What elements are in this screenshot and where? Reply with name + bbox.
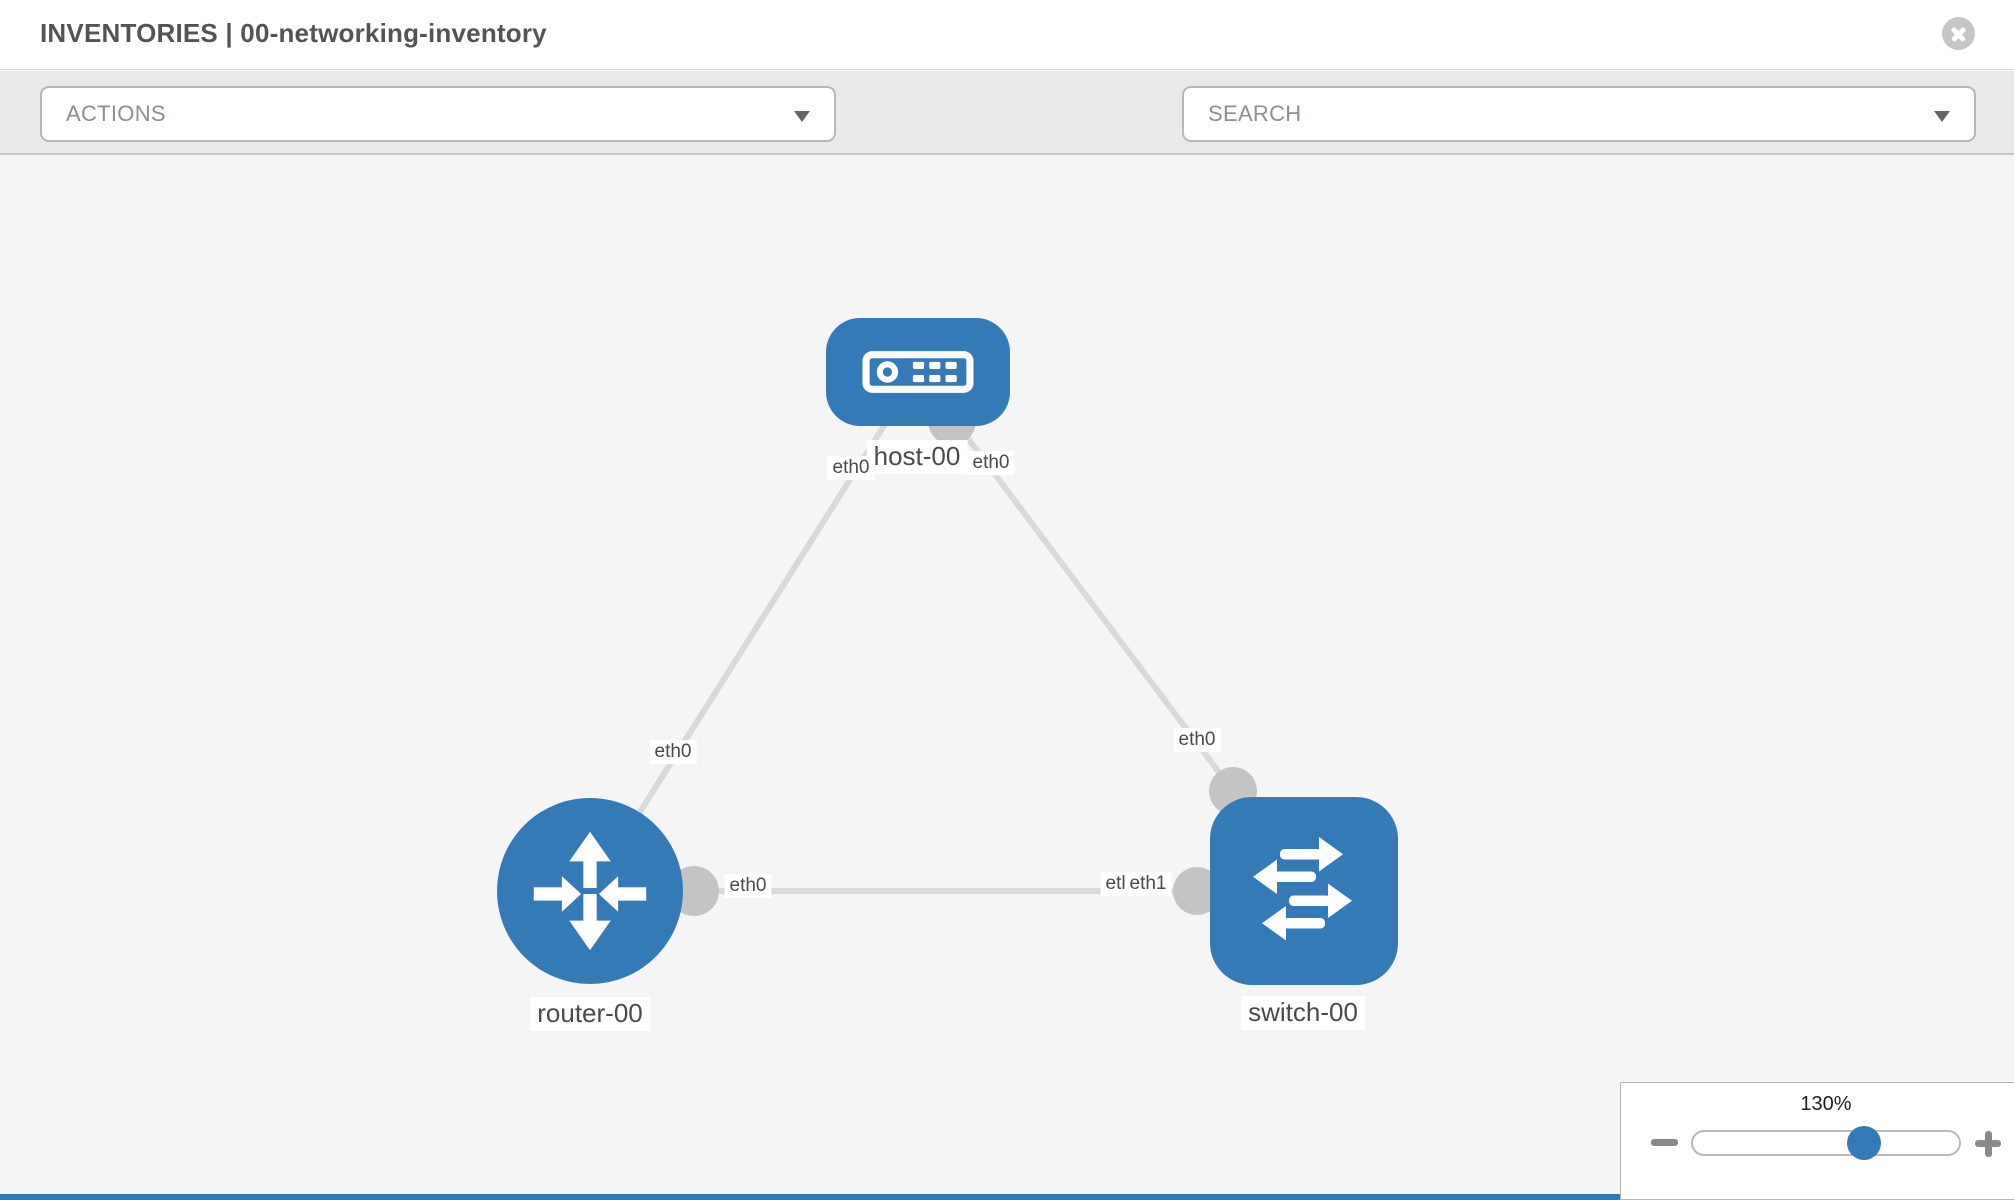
header: INVENTORIES | 00-networking-inventory [0, 0, 2014, 70]
switch-icon [1253, 837, 1352, 941]
interface-label-switch-left-front: eth1 [1124, 872, 1172, 896]
zoom-slider-track[interactable] [1691, 1130, 1961, 1156]
actions-dropdown-label: ACTIONS [66, 101, 166, 126]
node-label-router: router-00 [530, 997, 650, 1031]
zoom-out-button[interactable] [1651, 1139, 1678, 1146]
interface-label-host-right: eth0 [967, 451, 1015, 475]
node-router-00[interactable] [497, 798, 683, 984]
toolbar: ACTIONS SEARCH [0, 71, 2014, 204]
node-switch-00[interactable] [1210, 797, 1398, 985]
chevron-down-icon [794, 111, 810, 122]
node-label-switch: switch-00 [1241, 996, 1365, 1030]
page-title: INVENTORIES | 00-networking-inventory [40, 18, 547, 48]
chevron-down-icon [1934, 111, 1950, 122]
interface-label-router-right: eth0 [724, 874, 772, 898]
interface-label-router-uplink: eth0 [649, 740, 697, 764]
interface-label-host-left: eth0 [827, 456, 875, 480]
close-button[interactable] [1942, 17, 1975, 50]
zoom-in-button[interactable] [1971, 1126, 2005, 1160]
actions-dropdown[interactable]: ACTIONS [40, 86, 836, 142]
bottom-accent-bar [0, 1194, 1620, 1200]
plus-icon [1984, 1130, 1992, 1157]
router-icon [533, 831, 647, 951]
node-host-00[interactable] [826, 318, 1010, 426]
node-label-host: host-00 [866, 440, 968, 474]
link-host-switch [915, 370, 1236, 793]
search-dropdown[interactable]: SEARCH [1182, 86, 1976, 142]
topology-canvas[interactable]: host-00 router-00 switch-00 eth0 eth0 et… [0, 157, 2014, 1200]
zoom-control-panel: 130% [1620, 1082, 2014, 1200]
search-dropdown-label: SEARCH [1208, 101, 1302, 126]
interface-dot-switch-left[interactable] [1173, 867, 1221, 915]
host-icon [862, 351, 974, 393]
zoom-level-value: 130% [1800, 1093, 1852, 1115]
zoom-slider-thumb[interactable] [1847, 1126, 1881, 1160]
interface-label-switch-uplink: eth0 [1173, 728, 1221, 752]
